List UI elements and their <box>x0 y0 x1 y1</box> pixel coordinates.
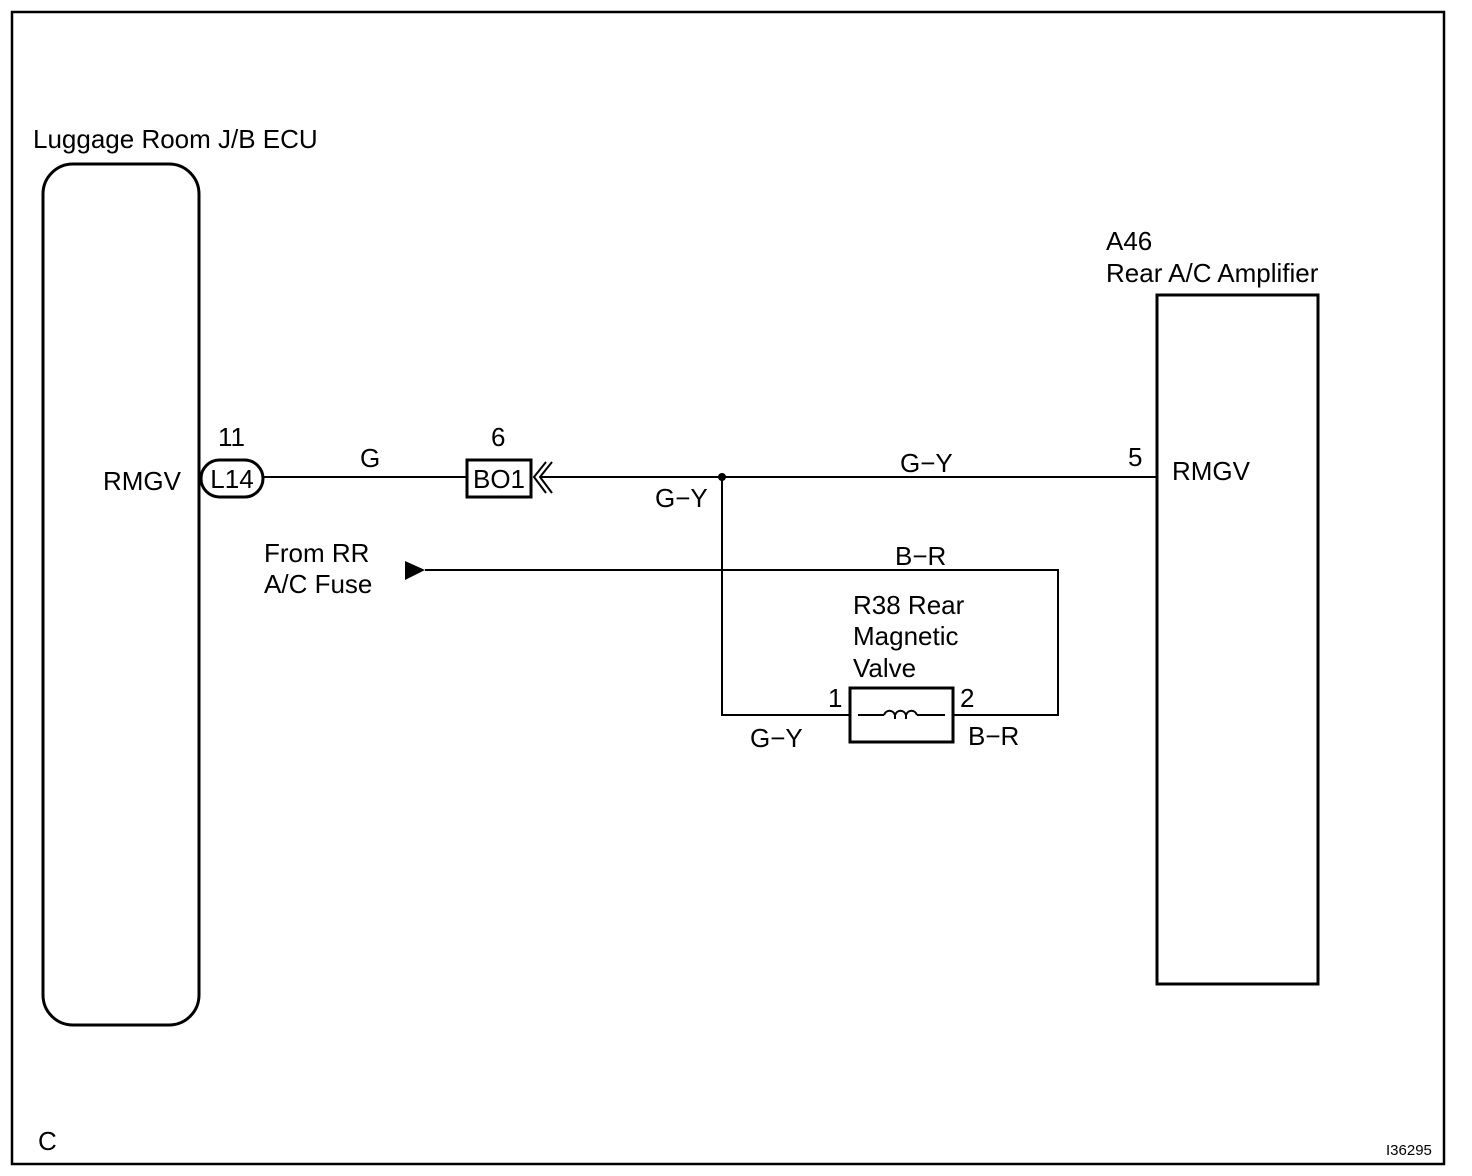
bo1-pin-number: 6 <box>491 422 505 452</box>
power-source-line-2: A/C Fuse <box>264 569 372 599</box>
valve-title-line-3: Valve <box>853 653 916 683</box>
wire-label-ecu-to-bo1: G <box>360 443 380 473</box>
power-source-arrow-icon <box>405 561 425 580</box>
valve-title-line-1: R38 Rear <box>853 590 965 620</box>
corner-code: C <box>38 1126 57 1156</box>
wire-splice-to-valve <box>721 477 850 716</box>
valve-pin-1: 1 <box>828 683 842 713</box>
valve-pin-2: 2 <box>960 683 974 713</box>
amplifier-box <box>1155 293 1320 986</box>
ecu-box <box>41 162 201 1027</box>
diagram-frame <box>10 10 1446 1166</box>
ecu-terminal-name: RMGV <box>103 466 182 496</box>
ecu-pin-number: 11 <box>218 422 245 452</box>
wire-label-valve-pin1: G−Y <box>750 723 803 753</box>
wire-label-bo1-to-junction: G−Y <box>655 483 708 513</box>
valve-title-line-2: Magnetic <box>853 621 959 651</box>
power-source-line-1: From RR <box>264 538 369 568</box>
ecu-connector-label: L14 <box>210 464 253 494</box>
amplifier-terminal-name: RMGV <box>1172 456 1251 486</box>
valve-coil-icon <box>858 709 945 719</box>
wire-label-valve-pin2: B−R <box>968 721 1019 751</box>
wire-fuse-to-valve <box>425 569 1059 716</box>
figure-id: I36295 <box>1386 1142 1432 1159</box>
amplifier-code: A46 <box>1106 226 1152 256</box>
ecu-connector-l14 <box>199 458 265 499</box>
ecu-title: Luggage Room J/B ECU <box>33 124 318 154</box>
amplifier-pin-number: 5 <box>1128 442 1142 472</box>
wire-label-fuse-to-valve: B−R <box>895 541 946 571</box>
bo1-connector-label: BO1 <box>473 464 525 494</box>
wire-label-junction-to-amplifier: G−Y <box>900 448 953 478</box>
bo1-connector-box <box>465 458 533 499</box>
valve-box <box>848 686 955 744</box>
amplifier-title: Rear A/C Amplifier <box>1106 258 1319 288</box>
